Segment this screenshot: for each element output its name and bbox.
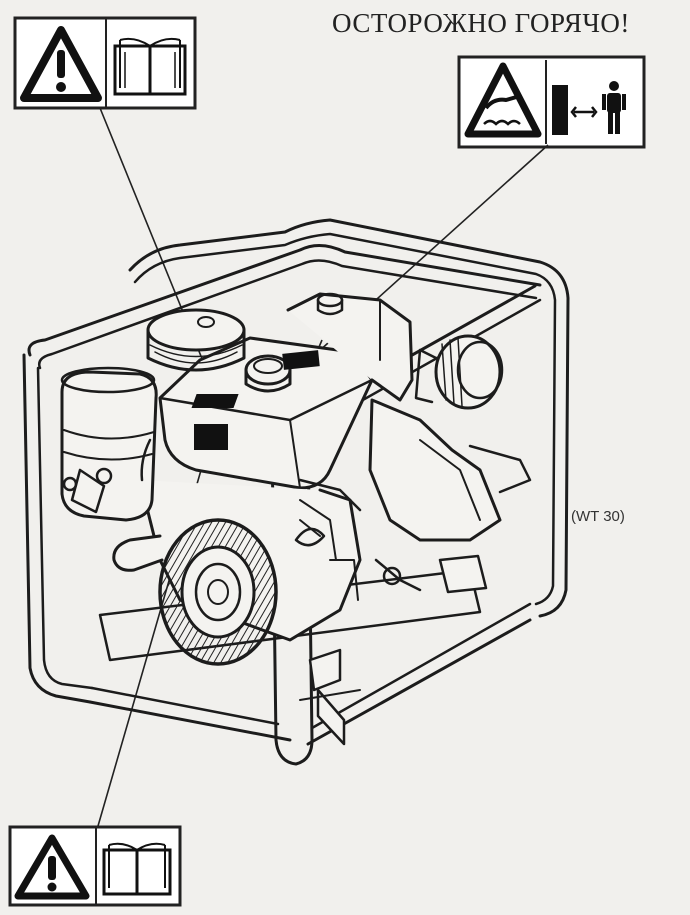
recoil-starter [158,518,278,666]
manual-book-icon [102,842,172,896]
warning-triangle-icon [20,26,102,102]
label-bottom-left [8,825,182,907]
label-top-right [457,55,646,149]
hot-warning-heading: ОСТОРОЖНО ГОРЯЧО! [332,8,630,38]
hot-surface-hand-icon [464,62,542,138]
decal-spots [191,350,320,450]
label-top-left [13,16,197,110]
warning-triangle-icon [14,834,90,900]
manual-book-icon [113,37,187,96]
keep-distance-person-icon [552,81,626,135]
model-label: (WT 30) [571,508,625,525]
water-pump [22,218,570,766]
